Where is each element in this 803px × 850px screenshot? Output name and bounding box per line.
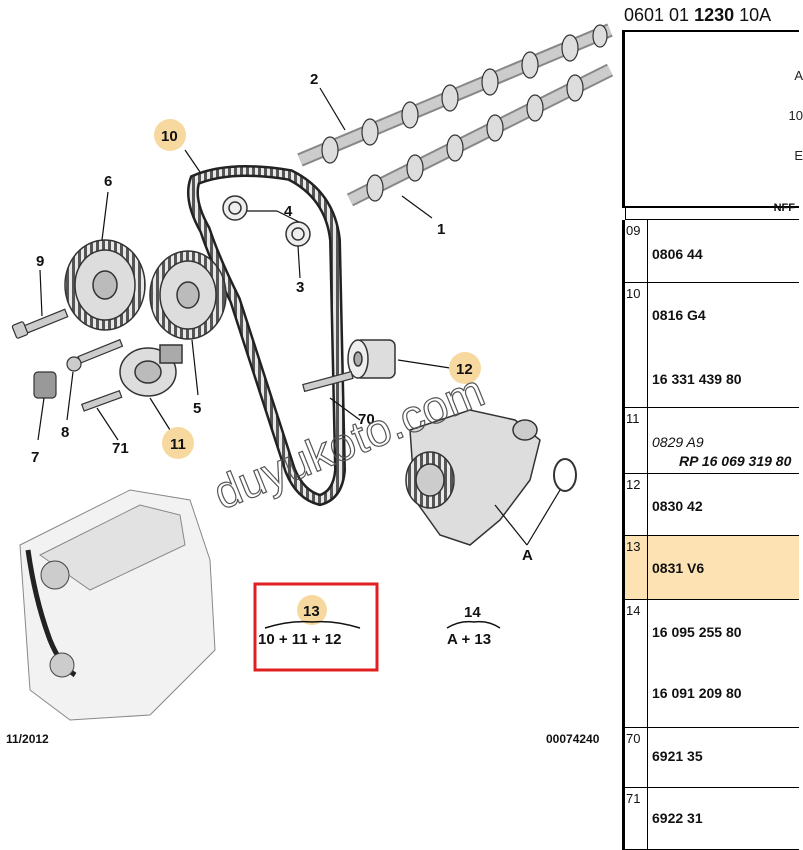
row-number: 13 [625, 536, 648, 599]
part-ref: 0829 A9 [652, 434, 704, 450]
info-line-2: 10 [788, 108, 803, 123]
bolt-9 [11, 308, 69, 339]
kit-14-formula: A + 13 [447, 631, 491, 648]
callout-2: 2 [310, 71, 318, 88]
timing-belt [187, 165, 347, 507]
tensioner-11 [119, 344, 183, 397]
part-ref: 6922 31 [652, 810, 703, 826]
callout-3: 3 [296, 279, 304, 296]
bolt-8 [66, 338, 124, 372]
table-row[interactable]: 11 0829 A9 RP 16 069 319 80 [622, 408, 799, 474]
header-prefix: 0601 01 [624, 5, 695, 25]
roller-12 [347, 339, 396, 379]
callout-8: 8 [61, 424, 69, 441]
row-number: 71 [625, 788, 648, 849]
table-row-selected[interactable]: 13 0831 V6 [622, 536, 799, 600]
part-ref: RP 16 069 319 80 [679, 453, 792, 469]
engine-thumbnail [19, 489, 216, 721]
row-number: 12 [625, 474, 648, 535]
callout-70: 70 [358, 411, 375, 428]
info-line-3: E [794, 148, 803, 163]
table-row[interactable]: 09 0806 44 [622, 220, 799, 283]
oil-seals [222, 195, 311, 247]
highlight-12 [449, 352, 481, 384]
bolt-71 [80, 389, 123, 412]
column-header: NFF [625, 202, 799, 220]
callout-14: 14 [464, 604, 481, 621]
panel-header: 0601 01 1230 10A [620, 0, 803, 30]
part-ref: 0816 G4 [652, 307, 706, 323]
kit-13-formula: 10 + 11 + 12 [258, 631, 341, 648]
header-suffix: 10A [734, 5, 772, 25]
callout-9: 9 [36, 253, 44, 270]
brace-14 [446, 620, 501, 629]
callout-10: 10 [161, 128, 178, 145]
camshaft-upper [297, 23, 613, 167]
exploded-parts-diagram: 1 2 3 4 5 6 7 8 9 10 11 12 13 14 70 71 A… [6, 23, 614, 746]
highlight-13 [297, 595, 327, 625]
sprocket-5 [149, 250, 227, 340]
leader-lines [37, 87, 561, 546]
callout-71: 71 [112, 440, 129, 457]
date-label: 11/2012 [6, 732, 49, 746]
callout-1: 1 [437, 221, 445, 238]
header-bold: 1230 [694, 5, 735, 25]
water-pump [405, 409, 541, 546]
highlight-11 [162, 427, 194, 459]
kit-13-box [253, 582, 379, 672]
table-row[interactable]: 14 16 095 255 80 16 091 209 80 [622, 600, 799, 728]
info-box: A 10 E [622, 30, 803, 208]
sprocket-6 [64, 239, 146, 331]
diagram-drawing: 1 2 3 4 5 6 7 8 9 10 11 12 13 14 70 71 A… [11, 23, 614, 721]
parts-table-panel: 0601 01 1230 10A A 10 E NFF 09 0806 44 1… [620, 0, 803, 850]
table-row[interactable]: 10 0816 G4 16 331 439 80 [622, 283, 799, 408]
camshaft-lower [346, 63, 614, 207]
callout-5: 5 [193, 400, 201, 417]
figure-id: 00074240 [546, 732, 600, 746]
part-ref: 0831 V6 [652, 560, 705, 576]
table-row[interactable]: 71 6922 31 [622, 788, 799, 850]
part-ref: 0830 42 [652, 498, 703, 514]
callout-11: 11 [170, 436, 186, 453]
callout-6: 6 [104, 173, 112, 190]
part-ref: 16 331 439 80 [652, 371, 742, 387]
part-ref: 0806 44 [652, 246, 703, 262]
callout-13: 13 [303, 603, 320, 620]
row-number: 11 [625, 408, 648, 473]
part-ref: 6921 35 [652, 748, 703, 764]
callout-12: 12 [456, 361, 473, 378]
o-ring [553, 458, 577, 492]
callout-4: 4 [284, 203, 293, 220]
brace-13 [264, 620, 361, 629]
row-number: 09 [625, 220, 648, 282]
column-label: NFF [773, 202, 795, 214]
row-number: 70 [625, 728, 648, 787]
part-ref: 16 091 209 80 [652, 685, 742, 701]
row-number: 14 [625, 600, 648, 727]
callout-7: 7 [31, 449, 39, 466]
bolt-70 [302, 370, 354, 393]
highlight-10 [154, 119, 186, 151]
cap-7 [33, 371, 57, 399]
info-line-1: A [794, 68, 803, 83]
callout-A: A [522, 547, 533, 564]
table-row[interactable]: 12 0830 42 [622, 474, 799, 536]
part-ref: 16 095 255 80 [652, 624, 742, 640]
table-row[interactable]: 70 6921 35 [622, 728, 799, 788]
row-number: 10 [625, 283, 648, 407]
